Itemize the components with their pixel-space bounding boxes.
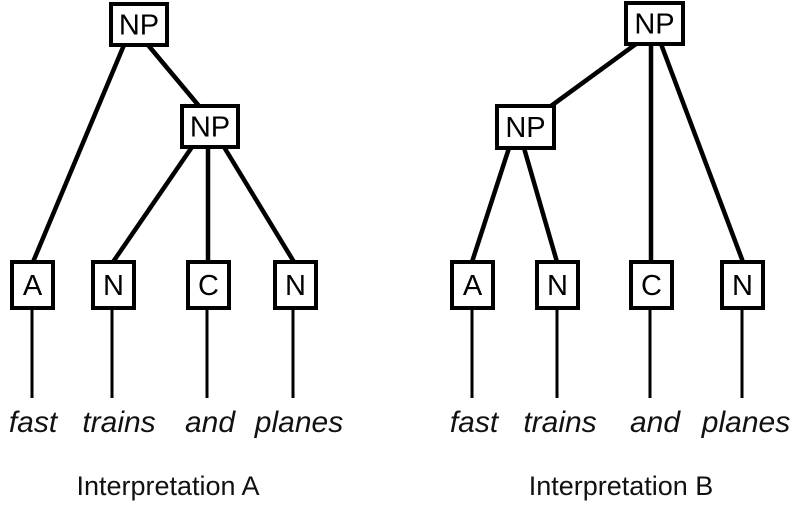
caption-interpretation-a: Interpretation A xyxy=(76,471,259,501)
node-label-a-np-inner: NP xyxy=(190,112,230,144)
tree-edge-a-np-inner-to-a-pos-n1 xyxy=(111,145,194,264)
node-box-a-pos-a[interactable] xyxy=(10,260,55,310)
node-box-a-pos-c[interactable] xyxy=(186,260,231,310)
node-label-b-np-root: NP xyxy=(634,9,674,41)
word-a-word-trains: trains xyxy=(82,406,155,439)
node-box-a-np-root[interactable] xyxy=(109,2,169,47)
tree-edge-b-np-root-to-b-np-inner xyxy=(549,42,638,108)
word-b-word-and: and xyxy=(630,406,681,439)
node-box-a-pos-n1[interactable] xyxy=(91,260,136,310)
node-box-b-np-root[interactable] xyxy=(624,1,685,46)
node-box-b-pos-a[interactable] xyxy=(450,260,495,310)
node-label-b-pos-n2: N xyxy=(732,270,753,302)
node-box-a-np-inner[interactable] xyxy=(180,104,240,149)
word-b-word-planes: planes xyxy=(701,406,790,439)
node-label-b-pos-n1: N xyxy=(547,270,568,302)
node-label-a-pos-a: A xyxy=(23,270,43,302)
node-box-b-np-inner[interactable] xyxy=(495,104,556,150)
node-box-b-pos-c[interactable] xyxy=(629,260,674,310)
node-label-b-pos-c: C xyxy=(641,270,662,302)
word-a-word-planes: planes xyxy=(254,406,343,439)
node-box-b-pos-n2[interactable] xyxy=(720,260,765,310)
caption-interpretation-b: Interpretation B xyxy=(529,471,714,501)
node-label-a-pos-n1: N xyxy=(103,270,124,302)
node-label-b-np-inner: NP xyxy=(505,112,545,144)
word-a-word-and: and xyxy=(185,406,236,439)
word-a-word-fast: fast xyxy=(9,406,59,439)
node-label-a-np-root: NP xyxy=(119,10,159,42)
node-box-b-pos-n1[interactable] xyxy=(535,260,580,310)
tree-edge-b-np-root-to-b-pos-n2 xyxy=(658,43,746,263)
tree-edge-a-np-root-to-a-np-inner xyxy=(146,43,201,108)
node-label-a-pos-n2: N xyxy=(285,270,306,302)
node-label-b-pos-a: A xyxy=(463,270,483,302)
tree-edge-b-np-inner-to-b-pos-a xyxy=(469,147,512,263)
node-label-a-pos-c: C xyxy=(198,270,219,302)
tree-edge-a-np-root-to-a-pos-a xyxy=(30,44,127,263)
word-b-word-trains: trains xyxy=(523,406,596,439)
word-b-word-fast: fast xyxy=(450,406,500,439)
node-box-a-pos-n2[interactable] xyxy=(273,260,318,310)
tree-edge-a-np-inner-to-a-pos-n2 xyxy=(222,145,296,264)
tree-edge-b-np-inner-to-b-pos-n1 xyxy=(521,147,560,263)
